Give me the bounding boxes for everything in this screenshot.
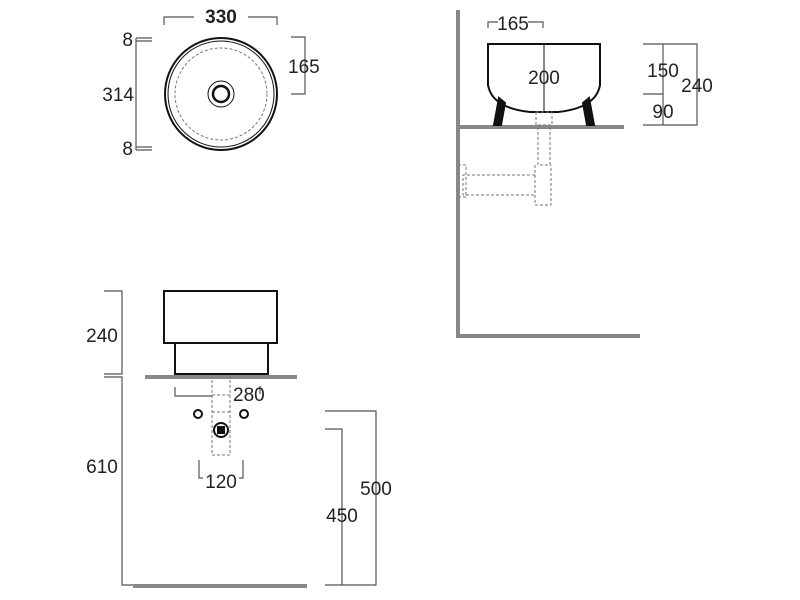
rim-bottom-label: 8 xyxy=(122,139,133,160)
outlet-height-dimension-lines xyxy=(325,410,377,586)
siphon-pipe xyxy=(458,111,553,206)
base-width-dimension-line xyxy=(174,386,261,397)
height-dimension-lines xyxy=(643,43,698,126)
height-dimension-lines xyxy=(104,290,133,586)
outlet-height-2-label: 450 xyxy=(326,506,358,527)
depth-dimension-line xyxy=(135,37,152,151)
depth-label: 314 xyxy=(102,85,134,106)
outlet-height-1-label: 500 xyxy=(360,479,392,500)
top-view: 330 314 8 8 165 xyxy=(102,7,319,160)
basin-body xyxy=(163,290,278,344)
width-dimension-line xyxy=(163,16,278,25)
half-width-dimension-line xyxy=(487,21,544,28)
front-view: 280 120 240 610 500 450 xyxy=(86,290,392,588)
half-depth-label: 165 xyxy=(288,57,320,78)
lower-height-label: 90 xyxy=(652,102,673,123)
tap-spacing-label: 120 xyxy=(205,472,237,493)
upper-height-label: 150 xyxy=(647,61,679,82)
total-height-label: 240 xyxy=(681,76,713,97)
wall-fixing-left-icon xyxy=(193,409,203,419)
counter-height-label: 610 xyxy=(86,457,118,478)
outlet-square xyxy=(217,426,225,434)
side-view: 165 200 150 240 90 xyxy=(456,10,713,338)
basin-inner-rim xyxy=(167,40,275,148)
drain-pipe xyxy=(211,375,231,456)
width-label: 330 xyxy=(205,7,237,28)
inner-depth-label: 200 xyxy=(528,68,560,89)
drain-outer xyxy=(207,80,235,108)
rim-top-label: 8 xyxy=(122,30,133,51)
wall-fixing-right-icon xyxy=(239,409,249,419)
basin-feet xyxy=(492,96,596,126)
drain-icon xyxy=(211,84,231,104)
basin-bowl-outline xyxy=(174,47,268,141)
base-width-label: 280 xyxy=(233,385,265,406)
basin-height-label: 240 xyxy=(86,326,118,347)
basin-base xyxy=(174,342,269,375)
half-width-label: 165 xyxy=(497,14,529,35)
tap-spacing-dimension-line xyxy=(198,460,244,479)
half-depth-dimension-line xyxy=(291,36,306,95)
